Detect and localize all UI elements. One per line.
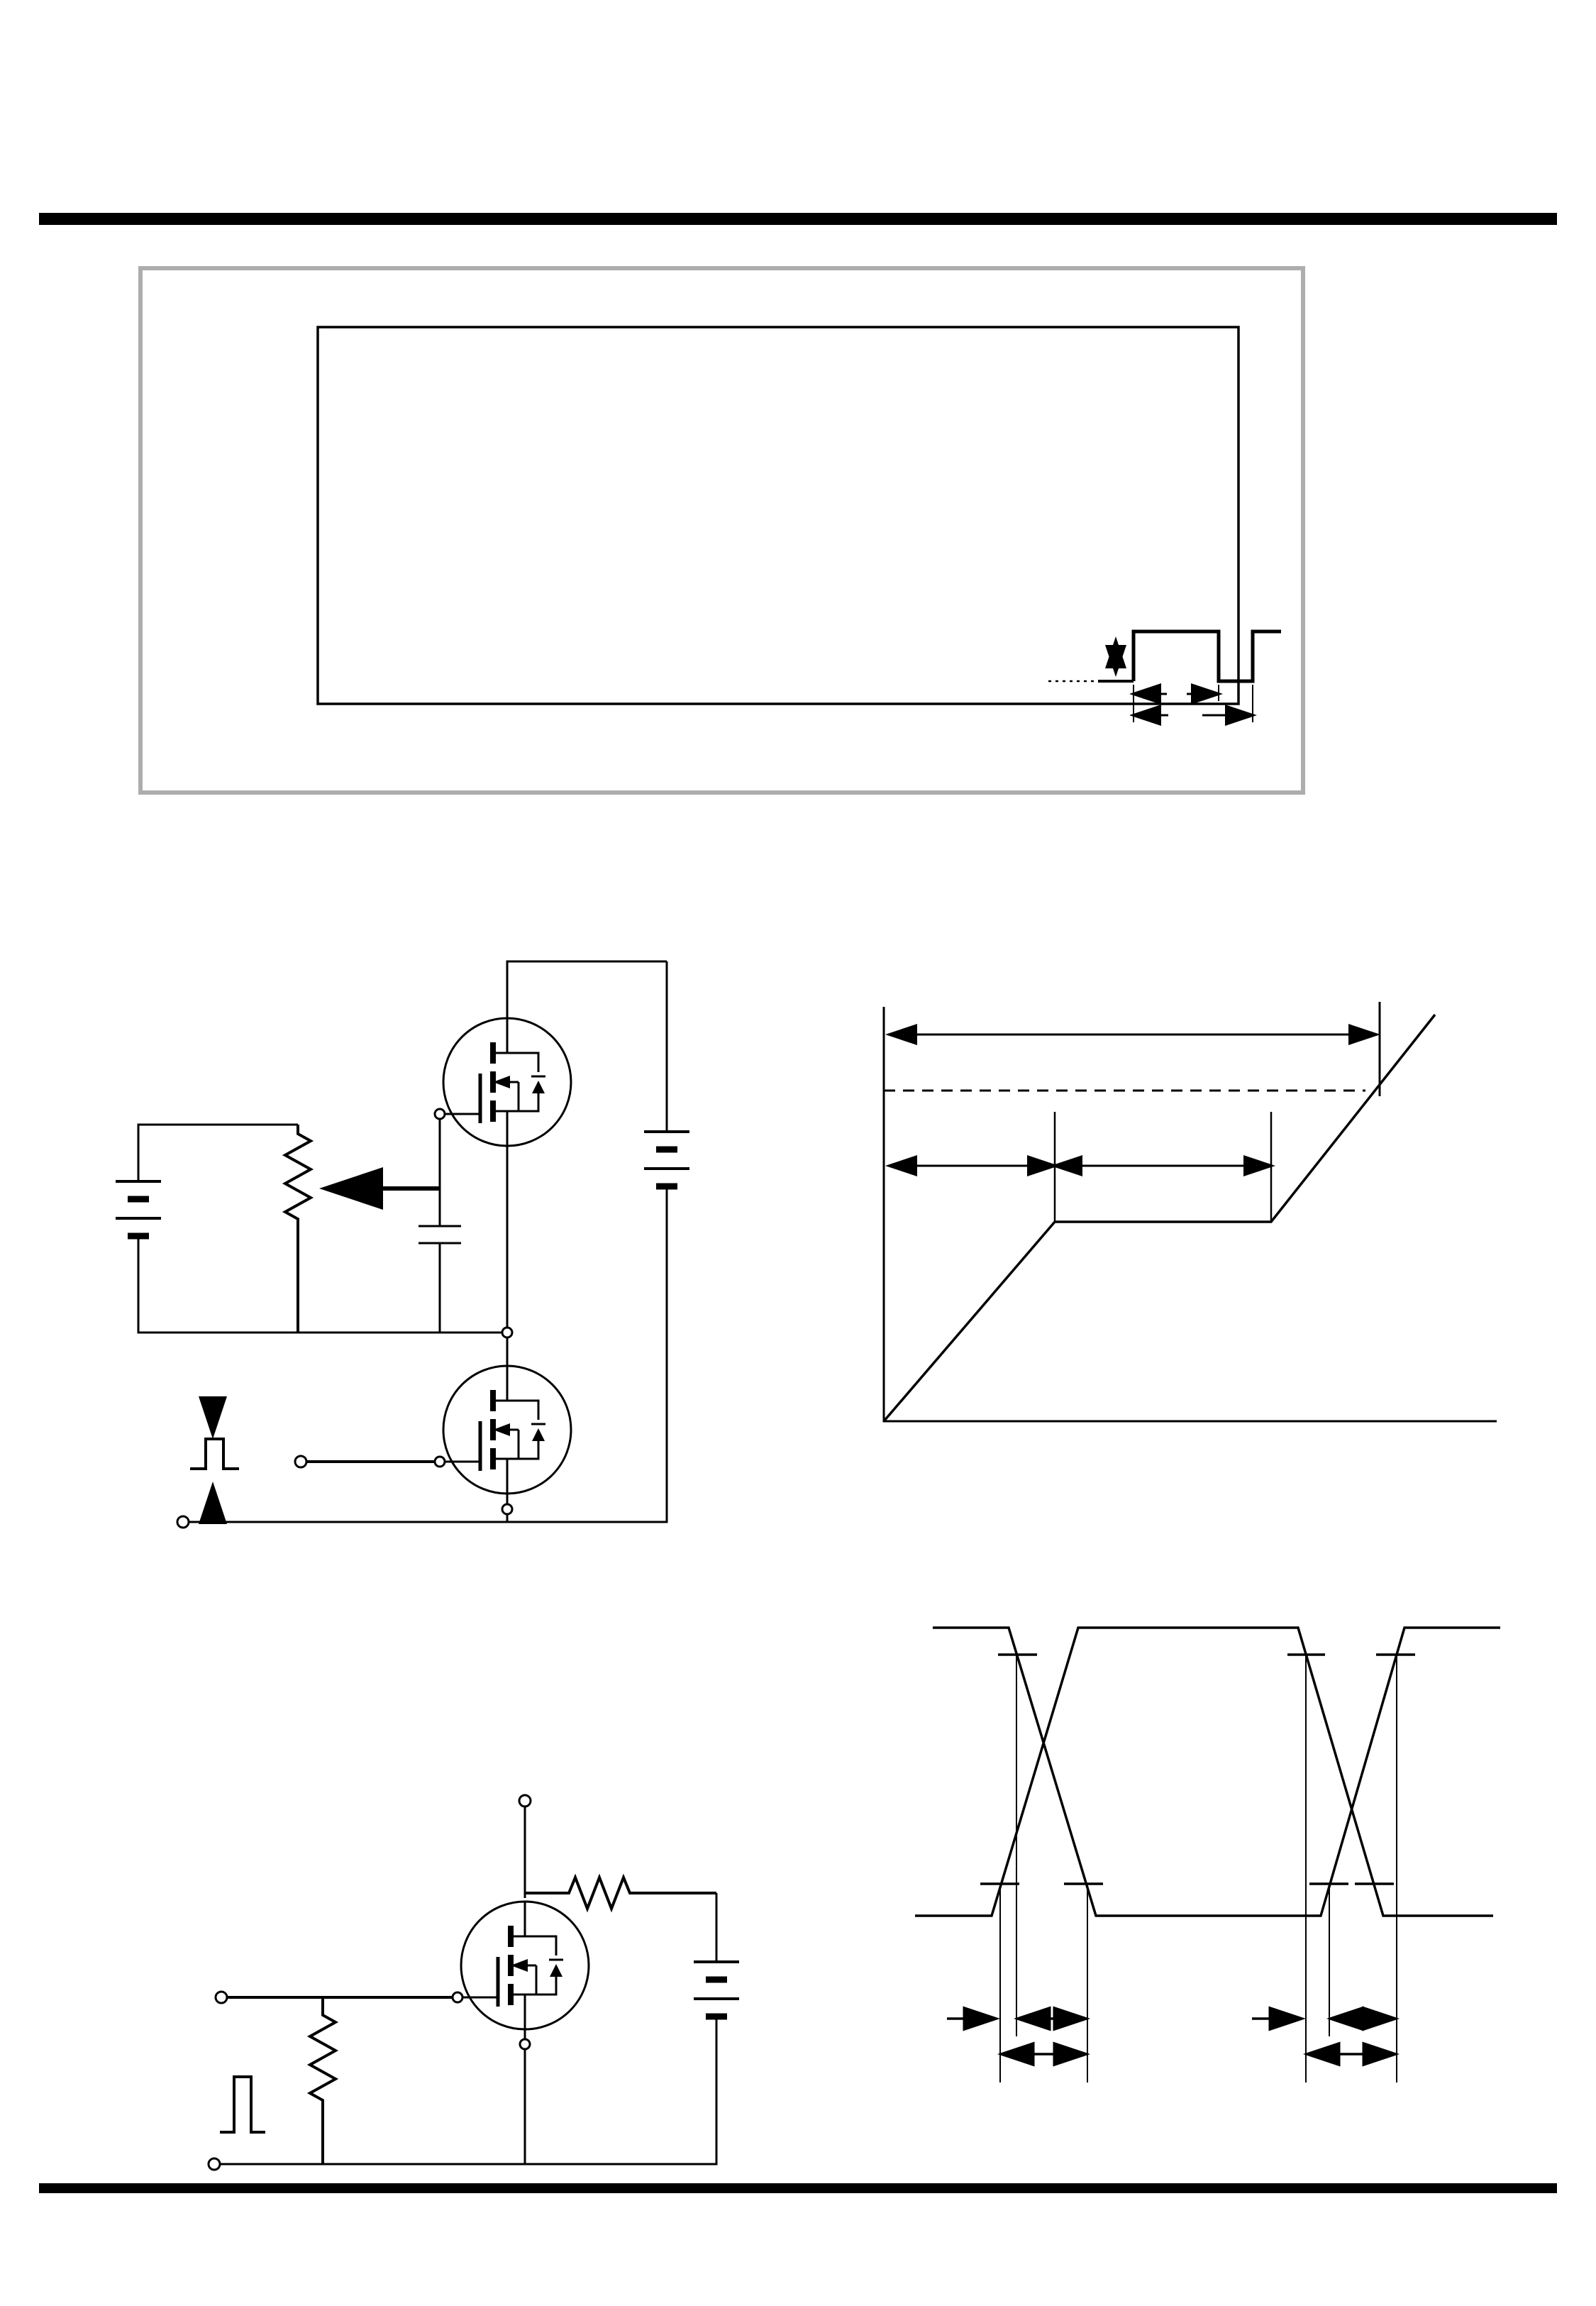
- fig14-circuit: [207, 1794, 816, 2171]
- fig12-chart: [316, 326, 1281, 726]
- pdm-pulse-diagram: [1048, 629, 1281, 726]
- fig12-frame: [138, 266, 1305, 795]
- header-divider: [39, 213, 1557, 225]
- fig13-circuit: [106, 960, 780, 1529]
- fig14-waveform: [915, 1626, 1500, 2082]
- fig13-waveform: [882, 1002, 1497, 1423]
- plot-frame: [316, 326, 1240, 705]
- footer-divider: [39, 2183, 1557, 2193]
